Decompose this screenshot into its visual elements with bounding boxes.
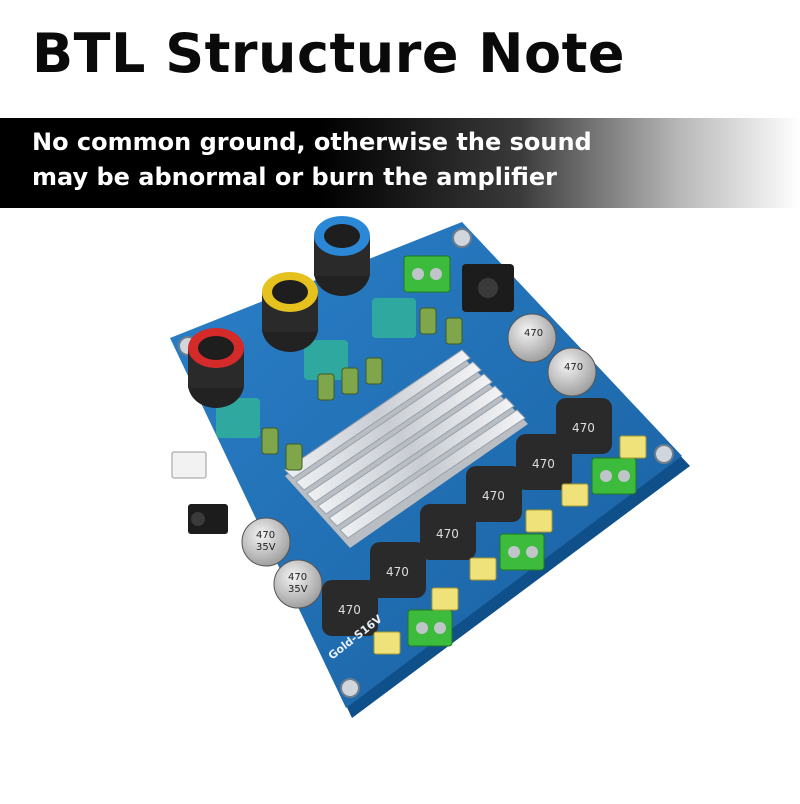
svg-text:470: 470 [532,457,555,471]
capacitor-top-1: 470 [507,313,557,363]
inductor-4: 470 [420,504,476,560]
inductor-2: 470 [516,434,572,490]
small-capacitors [261,307,463,471]
capacitor-label: 470 [524,328,543,339]
mounting-hole [452,228,472,248]
speaker-terminal-1 [591,457,637,495]
capacitor-bottom-1: 470 35V [241,517,291,567]
inductor-6: 470 [322,580,378,636]
svg-text:470: 470 [436,527,459,541]
capacitor-label: 470 [288,572,307,583]
capacitor-voltage: 35V [256,542,276,553]
capacitor-label: 470 [564,362,583,373]
page-title: BTL Structure Note [32,22,626,85]
film-capacitors [373,435,647,655]
mounting-hole [654,444,674,464]
treble-knob-yellow [262,272,348,380]
inductor-5: 470 [370,542,426,598]
svg-text:470: 470 [338,603,361,617]
audio-input-connector [171,451,207,479]
svg-text:470: 470 [572,421,595,435]
bass-knob-blue [314,216,416,338]
capacitor-bottom-2: 470 35V [273,559,323,609]
inductor-3: 470 [466,466,522,522]
heatsink [284,349,528,548]
audio-jack [188,504,228,534]
capacitor-label: 470 [256,530,275,541]
capacitor-top-2: 470 [547,347,597,397]
warning-banner: No common ground, otherwise the sound ma… [0,118,800,208]
mounting-hole [340,678,360,698]
volume-knob-red [188,328,260,438]
svg-text:470: 470 [386,565,409,579]
amplifier-board-illustration: 470 470 470 35V 470 35V 4 [170,216,690,718]
speaker-terminal-2 [499,533,545,571]
power-terminal [403,255,451,293]
amplifier-board-photo: 470 470 470 35V 470 35V 4 [0,208,800,800]
speaker-terminal-3 [407,609,453,647]
dc-jack [462,264,514,312]
svg-text:470: 470 [482,489,505,503]
warning-line-2: may be abnormal or burn the amplifier [32,163,557,191]
capacitor-voltage: 35V [288,584,308,595]
warning-line-1: No common ground, otherwise the sound [32,128,592,156]
